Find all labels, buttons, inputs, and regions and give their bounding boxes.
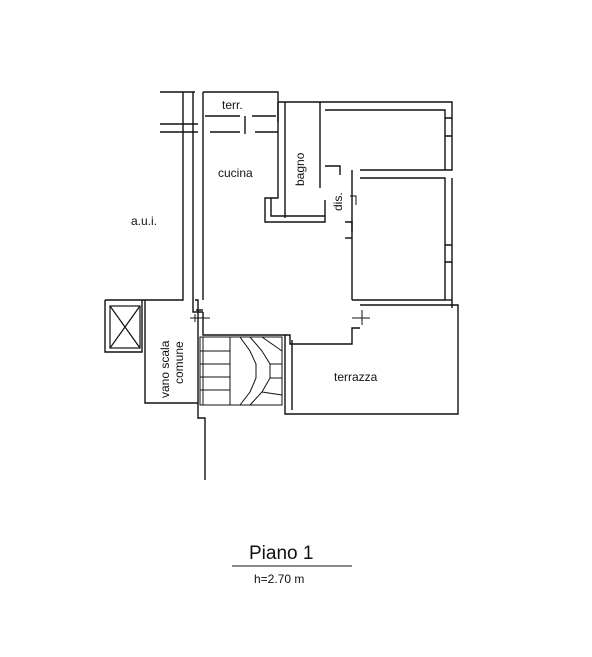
staircase — [199, 336, 283, 406]
room-label-aui: a.u.i. — [131, 214, 157, 228]
room-label-comune: comune — [172, 341, 186, 384]
wall-lines — [104, 91, 459, 480]
opening-marks — [190, 195, 370, 325]
floor-title: Piano 1 — [249, 543, 313, 564]
room-label-terr: terr. — [222, 98, 243, 112]
room-label-dis: dis. — [331, 192, 345, 211]
room-label-vano-scala: vano scala — [158, 340, 172, 398]
ceiling-height-label: h=2.70 m — [254, 572, 304, 586]
ventilation-shaft — [109, 305, 141, 349]
room-label-bagno: bagno — [293, 152, 307, 186]
room-label-cucina: cucina — [218, 166, 253, 180]
room-label-terrazza: terrazza — [334, 370, 378, 384]
